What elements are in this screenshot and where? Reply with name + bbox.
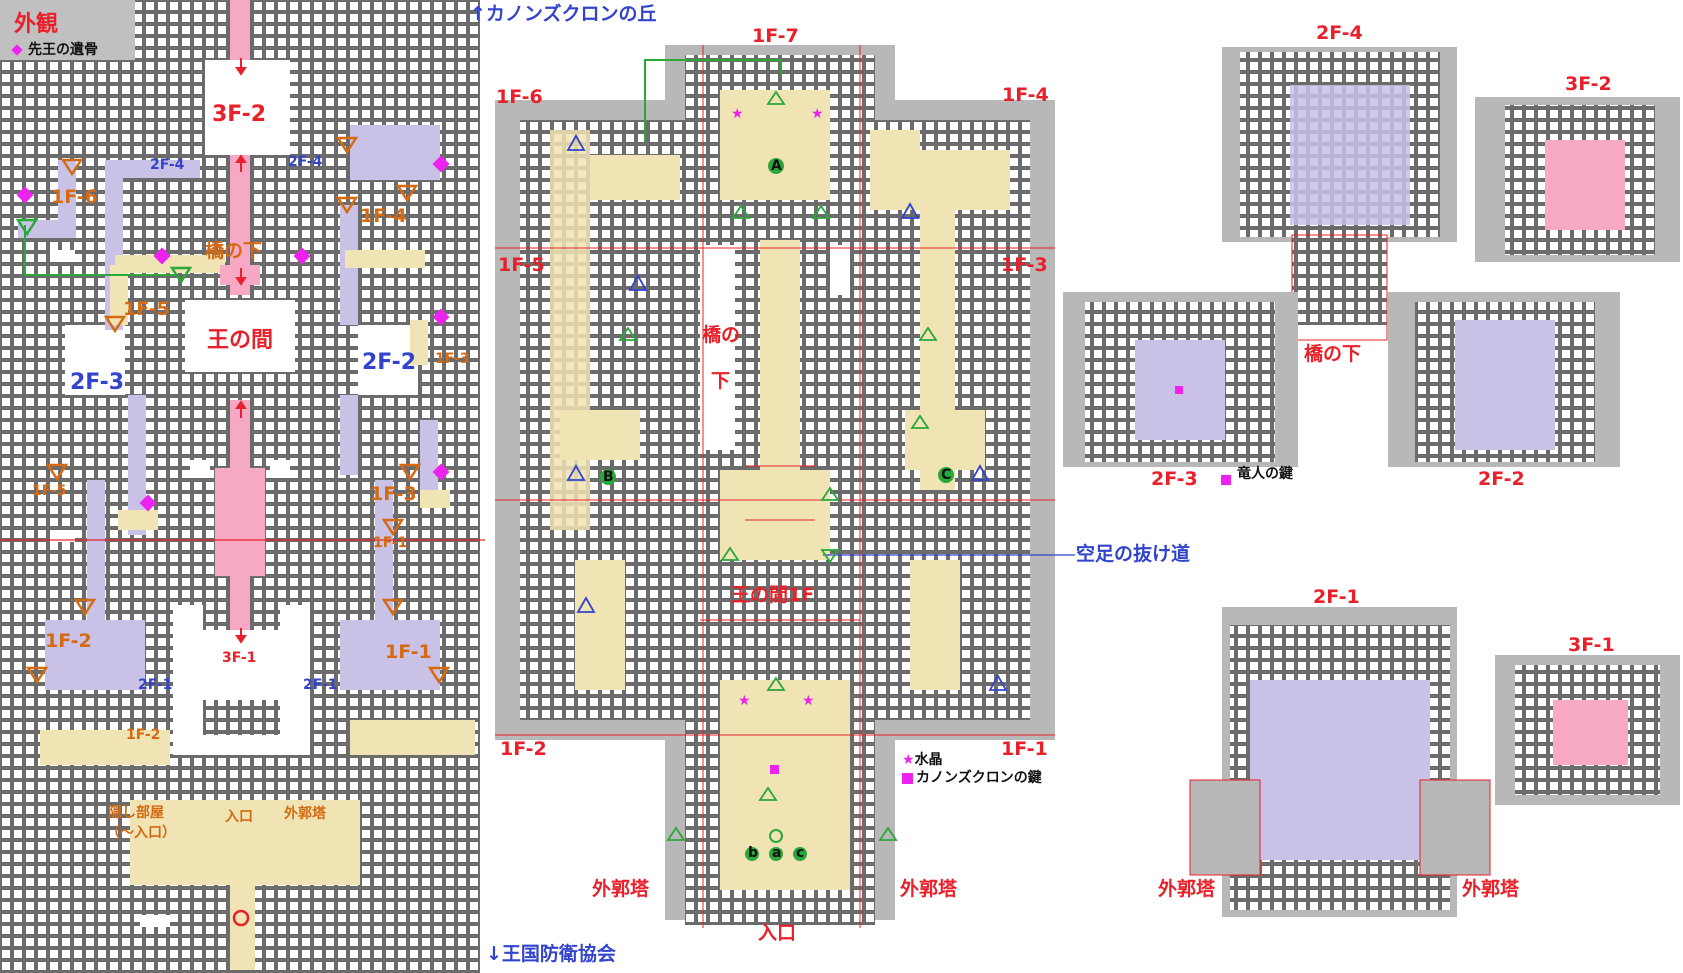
room-3f-2: 3F-2 (212, 102, 267, 127)
bottom-destination-note: ↓王国防衛協会 (486, 943, 616, 965)
section-outer-tower-right: 外郭塔 (900, 878, 958, 900)
section-outer-tower-left: 外郭塔 (592, 878, 650, 900)
upper-3f-1: 3F-1 (1568, 634, 1615, 656)
overview-map (0, 0, 485, 973)
overview-title: 外観 (14, 12, 59, 37)
section-under-bridge-2: 下 (711, 370, 731, 392)
upper-2f-1: 2F-1 (1313, 586, 1360, 608)
upper-floors-map (1063, 47, 1680, 917)
section-1f-6: 1F-6 (496, 86, 543, 108)
legend-key-text: カノンズクロンの鍵 (916, 770, 1042, 786)
area-1f-2: 1F-2 (45, 630, 92, 652)
room-2f-3: 2F-3 (70, 370, 125, 395)
svg-text:★: ★ (738, 693, 751, 709)
upper-3f-2: 3F-2 (1565, 73, 1612, 95)
floor1-map: ★ ★ ★ ★ (495, 45, 1075, 928)
area-hidden-room: 隠し部屋 (108, 805, 164, 821)
area-1f-6: 1F-6 (51, 186, 98, 208)
area-1f-4: 1F-4 (360, 205, 407, 227)
marker-c: c (796, 845, 805, 861)
upper-under-bridge: 橋の下 (1304, 343, 1362, 365)
legend-crystal-text: 水晶 (914, 752, 943, 768)
legend-key: カノンズクロンの鍵 (902, 771, 1042, 785)
marker-C: C (941, 467, 952, 483)
upper-2f-3: 2F-3 (1151, 468, 1198, 490)
section-1f-7: 1F-7 (752, 25, 799, 47)
svg-text:★: ★ (802, 693, 815, 709)
section-1f-4: 1F-4 (1002, 84, 1049, 106)
legend-bone-label: 先王の遺骨 (28, 42, 98, 58)
room-2f-2: 2F-2 (362, 350, 417, 375)
area-1f-3: 1F-3 (370, 483, 417, 505)
legend-dragon-key: 竜人の鍵 (1237, 466, 1293, 482)
arrow-label-2f-4-left: 2F-4 (150, 157, 185, 173)
section-under-bridge-1: 橋の (702, 324, 741, 346)
section-1f-1: 1F-1 (1001, 738, 1048, 760)
key-square-icon (902, 772, 913, 784)
section-king-1f: 王の間1F (731, 584, 815, 606)
area-1f-1: 1F-1 (385, 641, 432, 663)
svg-text:★: ★ (731, 106, 744, 122)
area-hidden-room-note: （～入口） (106, 825, 176, 841)
upper-2f-4: 2F-4 (1316, 22, 1363, 44)
path-note: 空足の抜け道 (1076, 543, 1191, 565)
upper-outer-tower-left: 外郭塔 (1158, 878, 1216, 900)
section-1f-3: 1F-3 (1001, 254, 1048, 276)
section-1f-2: 1F-2 (500, 738, 547, 760)
arrow-label-2f-1-left: 2F-1 (138, 677, 173, 693)
arrow-label-1f-3: 1F-3 (435, 351, 470, 367)
area-under-bridge: 橋の下 (205, 240, 263, 262)
legend-crystal: ★水晶 (902, 753, 943, 767)
star-icon: ★ (902, 752, 915, 768)
top-destination-note: ↑カノンズクロンの丘 (470, 3, 657, 25)
marker-b: b (748, 845, 759, 861)
arrow-label-2f-1-right: 2F-1 (303, 677, 338, 693)
svg-text:★: ★ (811, 106, 824, 122)
area-outer-tower: 外郭塔 (284, 806, 326, 822)
area-entrance: 入口 (225, 809, 253, 825)
room-king: 王の間 (207, 328, 274, 353)
marker-B: B (603, 469, 614, 485)
arrow-label-1f-5: 1F-5 (32, 483, 67, 499)
upper-2f-2: 2F-2 (1478, 468, 1525, 490)
marker-a: a (772, 845, 782, 861)
arrow-label-1f-2: 1F-2 (126, 727, 161, 743)
arrow-label-2f-4-right: 2F-4 (288, 154, 323, 170)
section-1f-5: 1F-5 (498, 254, 545, 276)
marker-A: A (771, 158, 782, 174)
section-entrance: 入口 (758, 922, 797, 944)
room-3f-1: 3F-1 (222, 650, 257, 666)
area-1f-5: 1F-5 (123, 298, 170, 320)
arrow-label-1f-1: 1F-1 (373, 535, 408, 551)
upper-outer-tower-right: 外郭塔 (1462, 878, 1520, 900)
